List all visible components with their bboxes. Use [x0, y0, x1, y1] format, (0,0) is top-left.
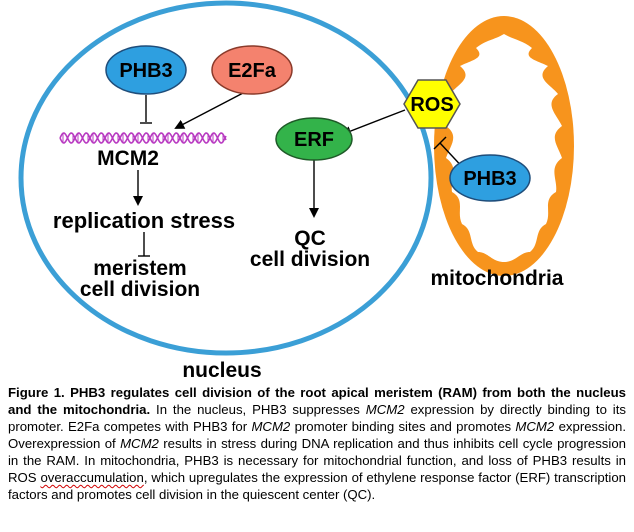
caption-figure-label: Figure 1.: [8, 385, 65, 400]
mitochondria-label: mitochondria: [430, 267, 563, 290]
caption-spellcheck-word: overaccumulation: [40, 470, 144, 485]
ros-to-erf-arrow: [341, 109, 406, 136]
nucleus-label: nucleus: [182, 359, 261, 382]
phb3-mito-label: PHB3: [463, 168, 516, 190]
meristem-cell-division-label: cell division: [80, 278, 200, 301]
caption-gene-4: MCM2: [120, 436, 159, 451]
mcm2-label: MCM2: [97, 147, 159, 170]
caption-text-3: promoter binding sites and promotes: [294, 419, 512, 434]
caption-text-2: expression by directly binding to its pr…: [8, 402, 626, 434]
caption-title: PHB3 regulates cell division of the root…: [8, 385, 626, 417]
figure-caption: Figure 1. PHB3 regulates cell division o…: [8, 384, 626, 503]
ros-label: ROS: [410, 94, 453, 116]
caption-text-4: expression. Overexpression of: [8, 419, 627, 451]
caption-gene-2: MCM2: [251, 419, 291, 434]
replication-stress-label: replication stress: [53, 208, 235, 233]
pathway-diagram: PHB3 E2Fa MCM2 replication stress merist…: [18, 0, 574, 382]
ros-node: ROS: [403, 79, 461, 129]
caption-text-6: , which upregulates the expression of et…: [8, 470, 626, 502]
caption-text-1: In the nucleus, PHB3 suppresses: [156, 402, 360, 417]
qc-cell-division-label: cell division: [250, 248, 370, 271]
caption-gene-3: MCM2: [515, 419, 555, 434]
phb3-mito-node: PHB3: [449, 154, 531, 202]
e2fa-node: E2Fa: [211, 45, 293, 95]
erf-label: ERF: [294, 129, 334, 151]
erf-node: ERF: [275, 117, 353, 161]
phb3mito-inhibits-ros-bar: [433, 136, 447, 150]
phb3-nucleus-node: PHB3: [105, 45, 187, 95]
mitochondria-organelle: [434, 16, 574, 276]
dna-strand: [59, 132, 227, 144]
meristem-label: meristem: [93, 257, 186, 280]
caption-gene-1: MCM2: [365, 402, 405, 417]
phb3-nucleus-label: PHB3: [119, 60, 172, 82]
caption-text-5: results in stress during DNA replication…: [8, 436, 626, 485]
qc-label: QC: [294, 227, 326, 250]
e2fa-activates-mcm2-arrow: [174, 91, 246, 129]
e2fa-label: E2Fa: [228, 60, 277, 82]
